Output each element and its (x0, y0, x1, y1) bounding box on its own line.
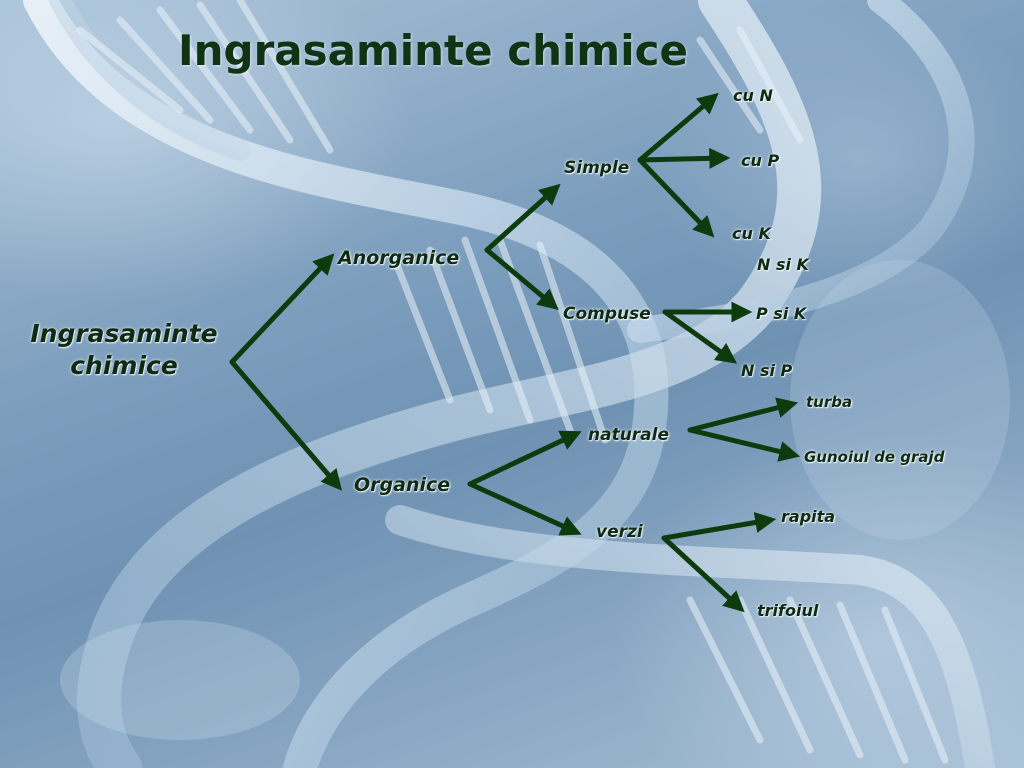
node-naturale: naturale (588, 425, 670, 445)
leaf-n-si-p: N si P (741, 361, 793, 380)
leaf-gunoiul-de-grajd: Gunoiul de grajd (804, 448, 945, 466)
leaf-cu-n: cu N (733, 86, 773, 105)
leaf-rapita: rapita (781, 507, 836, 526)
leaf-trifoiul: trifoiul (757, 601, 819, 620)
root-node: Ingrasaminte chimice (16, 318, 232, 382)
leaf-n-si-k: N si K (757, 255, 809, 274)
leaf-cu-k: cu K (732, 224, 771, 243)
leaf-cu-p: cu P (741, 151, 780, 170)
node-compuse: Compuse (563, 304, 651, 324)
node-organice: Organice (354, 474, 451, 496)
leaf-p-si-k: P si K (756, 304, 807, 323)
node-anorganice: Anorganice (338, 247, 460, 269)
node-verzi: verzi (596, 522, 643, 542)
root-label-line1: Ingrasaminte (30, 319, 218, 348)
page-title: Ingrasaminte chimice (178, 26, 688, 75)
root-label-line2: chimice (70, 351, 178, 380)
node-simple: Simple (564, 158, 630, 178)
leaf-turba: turba (806, 393, 853, 411)
